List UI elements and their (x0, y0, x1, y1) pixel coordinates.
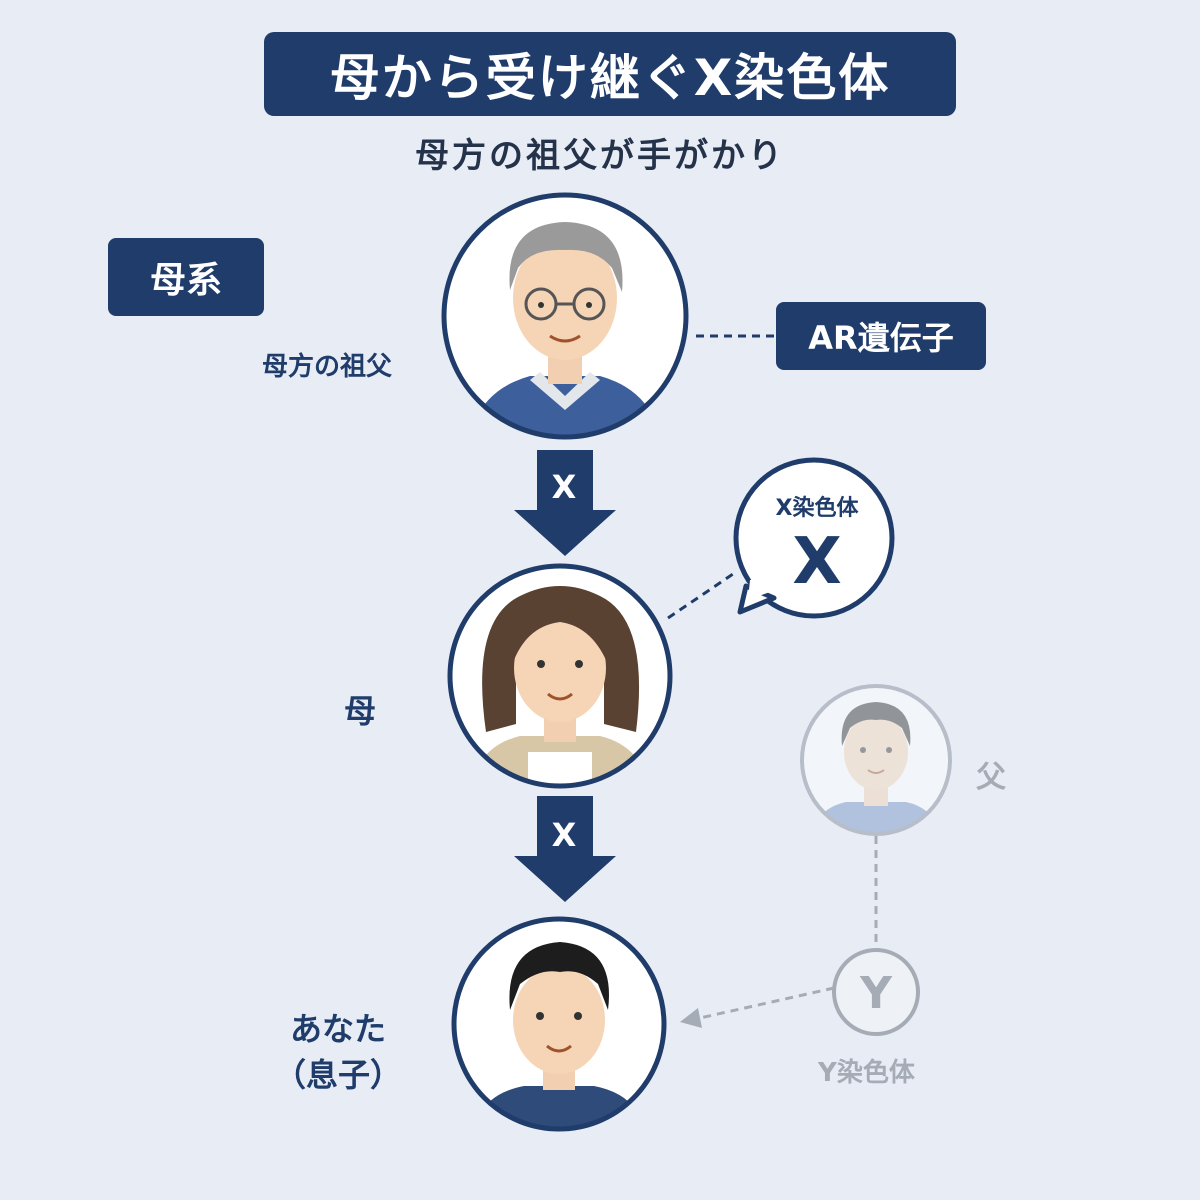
grandfather-avatar (441, 192, 689, 440)
page-subtitle: 母方の祖父が手がかり (415, 136, 785, 176)
father-label: 父 (976, 760, 1006, 795)
arrow-mother-to-son (514, 796, 616, 902)
son-label-line1: あなた (289, 1010, 386, 1048)
x-chromosome-bubble (733, 457, 895, 619)
mother-avatar (447, 563, 673, 789)
bubble-letter: X (792, 525, 842, 599)
son-label: あなた （息子） (268, 1006, 408, 1098)
mother-label: 母 (344, 692, 377, 730)
page-title: 母から受け継ぐX染色体 (264, 32, 956, 116)
y-letter: Y (860, 968, 892, 1019)
y-chromosome-circle (832, 948, 920, 1036)
matrilineal-tag: 母系 (108, 238, 264, 316)
y-arrowhead (680, 1008, 702, 1028)
bubble-content: X染色体 X (742, 490, 892, 598)
father-avatar (800, 684, 952, 836)
y-chromosome-label: Y染色体 (818, 1058, 915, 1088)
arrow-grandfather-to-mother (514, 450, 616, 556)
son-avatar (451, 916, 667, 1132)
arrow-label-first: X (551, 468, 577, 506)
arrow-label-second: X (551, 816, 577, 854)
ar-gene-tag: AR遺伝子 (776, 302, 986, 370)
son-label-line2: （息子） (273, 1056, 402, 1094)
bubble-connector (667, 570, 737, 620)
grandfather-label: 母方の祖父 (262, 352, 393, 382)
bubble-label: X染色体 (775, 496, 859, 521)
y-to-son-connector (699, 986, 835, 1020)
